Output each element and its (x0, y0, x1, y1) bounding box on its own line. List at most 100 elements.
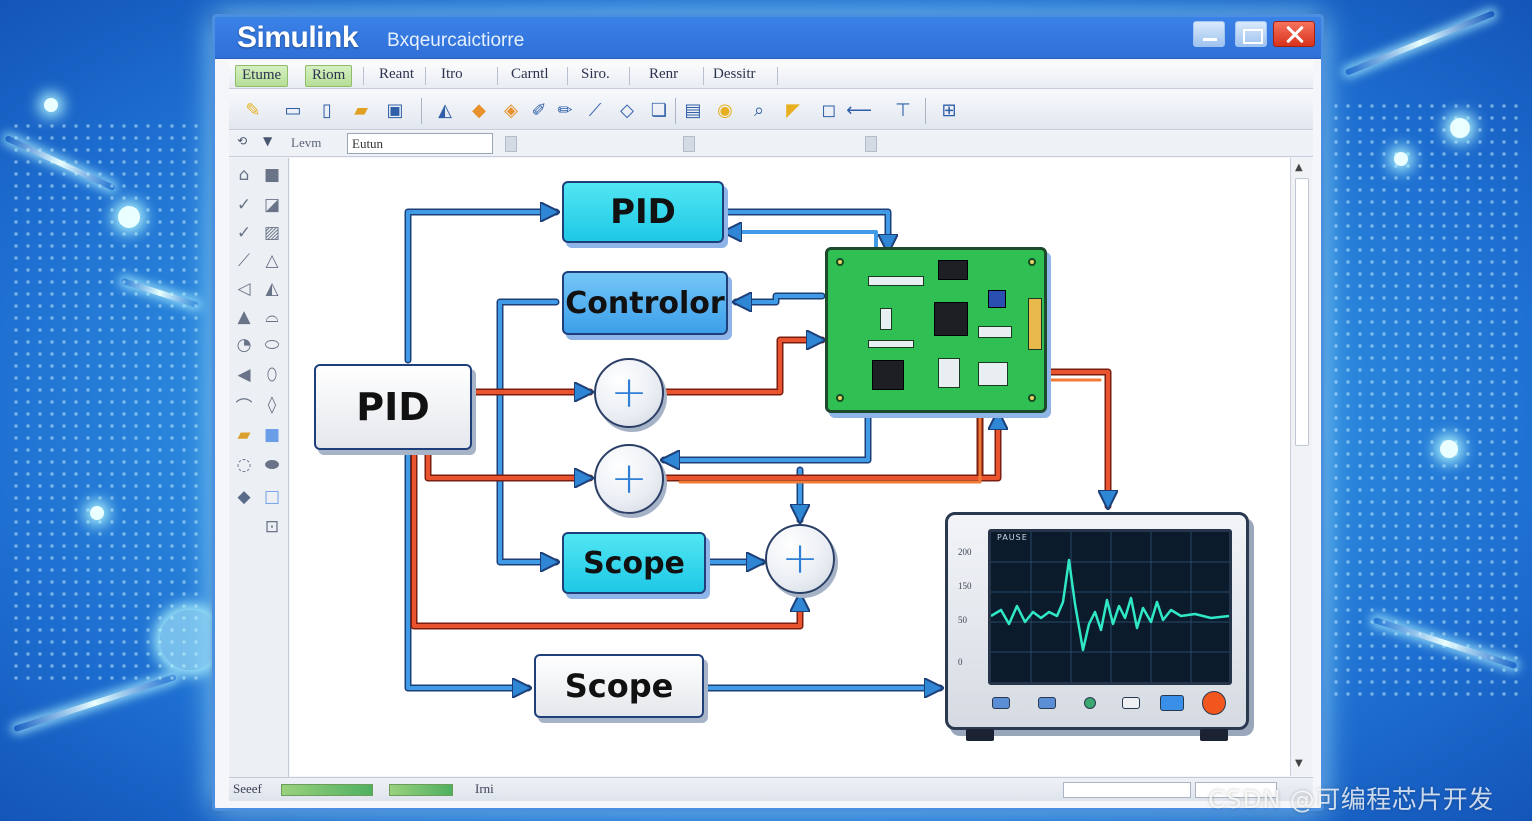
mounting-hole (836, 258, 844, 266)
component-icon (868, 276, 924, 286)
menu-separator (425, 67, 426, 85)
slider-handle[interactable] (865, 136, 877, 152)
scrollbar-thumb[interactable] (1295, 178, 1309, 446)
brush-tool-icon[interactable]: ✓ (236, 223, 252, 243)
pid-block-top[interactable]: PID (562, 181, 724, 243)
image-tool-icon[interactable]: ▨ (263, 223, 281, 243)
sum-block-2[interactable]: + (594, 444, 664, 514)
page-icon[interactable]: ❏ (650, 99, 668, 121)
vertical-scrollbar[interactable]: ▲ ▼ (1290, 158, 1312, 776)
leaf-tool-icon[interactable]: ⬭ (264, 335, 280, 355)
maximize-button[interactable] (1235, 21, 1267, 47)
back-icon[interactable]: ⟲ (237, 134, 248, 148)
menu-item-0[interactable]: Etume (235, 65, 289, 87)
square-tool-icon[interactable]: ■ (263, 165, 281, 185)
mountain-tool-icon[interactable]: ⌓ (265, 307, 279, 327)
scope-display[interactable]: 200 150 50 0 PAUSE (945, 512, 1249, 741)
title-bar[interactable]: Simulink Bxqeurcaictiorre (215, 17, 1321, 59)
droplet-tool-icon[interactable]: ◔ (236, 335, 252, 355)
path-label: Levm (291, 135, 322, 150)
brush-icon[interactable]: ⟋ (588, 99, 602, 121)
check-tool-icon[interactable]: ✓ (236, 195, 252, 215)
search-icon[interactable]: ⌕ (753, 99, 765, 121)
pen-icon[interactable]: ✐ (531, 99, 547, 121)
folder-icon[interactable]: ▰ (354, 99, 368, 121)
folder-tool-icon[interactable]: ▰ (237, 425, 251, 445)
scope-button[interactable] (1084, 697, 1096, 709)
menu-item-2[interactable]: Reant (379, 66, 414, 82)
highlighter-icon[interactable]: ◈ (504, 99, 518, 121)
arrow-left-tool-icon[interactable]: ◀ (237, 365, 251, 385)
chip-icon (938, 260, 968, 280)
status-text: Seeef (233, 781, 262, 796)
chevron-down-icon[interactable]: ▼ (263, 134, 273, 148)
paint-icon[interactable]: ◤ (786, 99, 800, 121)
scope-block-middle[interactable]: Scope (562, 532, 706, 594)
microcontroller-board[interactable] (825, 247, 1047, 413)
eraser-icon[interactable]: ◆ (472, 99, 486, 121)
menu-item-4[interactable]: Carntl (511, 66, 549, 82)
menu-separator (497, 67, 498, 85)
pid-block-left[interactable]: PID (314, 364, 472, 450)
subsystem-tool-icon[interactable]: ⊡ (264, 517, 280, 537)
tag-icon[interactable]: ◉ (717, 99, 733, 121)
slash-tool-icon[interactable]: ◪ (263, 195, 281, 215)
connect-icon[interactable]: ⟵ (846, 99, 872, 121)
peak-tool-icon[interactable]: ▲ (237, 307, 251, 327)
scroll-up-icon[interactable]: ▲ (1295, 162, 1303, 173)
power-button[interactable] (1202, 691, 1226, 715)
scope-button[interactable] (1038, 697, 1056, 709)
monitor-foot (1200, 729, 1228, 741)
menu-item-5[interactable]: Siro. (581, 66, 610, 82)
document-icon[interactable]: ▯ (322, 99, 332, 121)
library-icon[interactable]: ⊞ (941, 99, 957, 121)
scope-block-bottom[interactable]: Scope (534, 654, 704, 718)
open-icon[interactable]: ▭ (284, 99, 302, 121)
controller-block[interactable]: Controlor (562, 271, 728, 335)
mounting-hole (836, 394, 844, 402)
curve-tool-icon[interactable]: ◭ (265, 279, 279, 299)
axis-tick-label: 0 (958, 657, 963, 667)
minimize-button[interactable] (1193, 21, 1225, 47)
slider-handle[interactable] (505, 136, 517, 152)
signal-icon[interactable]: ⊤ (895, 99, 911, 121)
component-icon (938, 358, 960, 388)
path-input[interactable]: Eutun (347, 133, 493, 154)
polygon-tool-icon[interactable]: ⌂ (238, 165, 250, 185)
diamond-tool-icon[interactable]: ◆ (237, 487, 251, 507)
triangle-tool-icon[interactable]: △ (265, 251, 279, 271)
oval-tool-icon[interactable]: ⬯ (266, 365, 278, 385)
pencil-icon[interactable]: ✏ (557, 99, 573, 121)
highlight-icon[interactable]: ◻ (821, 99, 837, 121)
toolbar-separator (925, 98, 926, 124)
menu-item-1[interactable]: Riom (305, 65, 353, 87)
slider-handle[interactable] (683, 136, 695, 152)
box-tool-icon[interactable]: ■ (263, 425, 281, 445)
close-button[interactable] (1273, 21, 1315, 47)
rect-tool-icon[interactable]: □ (263, 487, 281, 507)
triangle-tool-icon[interactable]: ◭ (438, 99, 452, 121)
mounting-hole (1028, 258, 1036, 266)
notebook-icon[interactable]: ▤ (684, 99, 702, 121)
scope-button[interactable] (1160, 695, 1184, 711)
menu-separator (363, 67, 364, 85)
scope-button[interactable] (1122, 697, 1140, 709)
wave-tool-icon[interactable]: ⌒ (235, 397, 253, 418)
cycle-tool-icon[interactable]: ◌ (236, 455, 252, 475)
ellipse-tool-icon[interactable]: ⬬ (264, 455, 280, 475)
menu-item-6[interactable]: Renr (649, 66, 679, 82)
save-icon[interactable]: ▣ (386, 99, 404, 121)
shape-tool-icon[interactable]: ◁ (237, 279, 251, 299)
new-model-icon[interactable]: ✎ (245, 99, 261, 121)
drop-tool-icon[interactable]: ◊ (267, 395, 277, 415)
chip-icon (988, 290, 1006, 308)
menu-item-7[interactable]: Dessitr (713, 66, 756, 82)
sum-block-3[interactable]: + (765, 524, 835, 594)
scroll-down-icon[interactable]: ▼ (1295, 758, 1303, 769)
scope-button[interactable] (992, 697, 1010, 709)
menu-item-3[interactable]: Itro (441, 66, 463, 82)
diamond-icon[interactable]: ◇ (620, 99, 634, 121)
pen-tool-icon[interactable]: ⟋ (238, 251, 250, 271)
sum-block-1[interactable]: + (594, 358, 664, 428)
monitor-foot (966, 729, 994, 741)
